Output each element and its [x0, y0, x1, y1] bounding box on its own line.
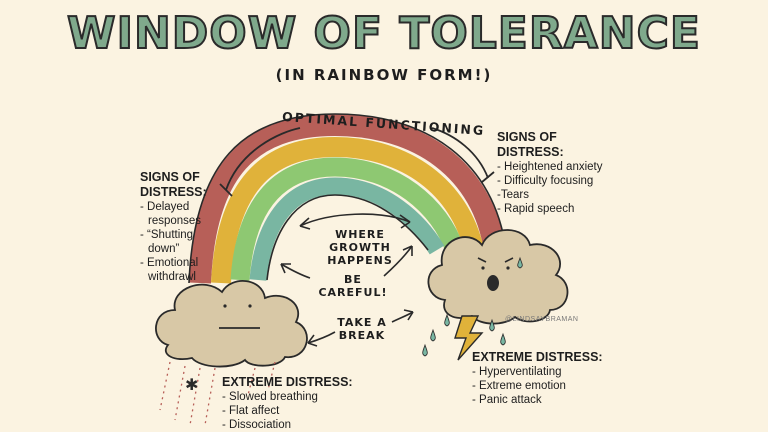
author-credit: @LINDSAYBRAMAN	[505, 316, 579, 323]
list-item: - Dissociation	[222, 419, 292, 431]
list-item: - Difficulty focusing	[497, 175, 594, 187]
list-item: - Flat affect	[222, 405, 280, 417]
list-item: - Slowed breathing	[222, 391, 318, 403]
list-item: - Panic attack	[472, 394, 542, 406]
careful-label: BE CAREFUL!	[318, 273, 388, 299]
left-extreme-heading: EXTREME DISTRESS:	[222, 375, 353, 389]
list-item: - “Shutting	[140, 229, 194, 241]
list-item: -Tears	[497, 189, 529, 201]
break-label: TAKE A BREAK	[327, 316, 397, 342]
optimal-bracket	[225, 127, 489, 191]
list-item: down”	[148, 243, 180, 255]
lightning-bolt-icon	[454, 315, 484, 361]
left-cloud	[155, 280, 308, 368]
right-cloud	[427, 229, 569, 325]
list-item: - Hyperventilating	[472, 366, 562, 378]
left-signs-heading-1: SIGNS OF	[140, 170, 200, 184]
rainbow-yellow-band	[211, 136, 484, 284]
right-extreme-heading: EXTREME DISTRESS:	[472, 350, 603, 364]
raindrops	[422, 313, 506, 357]
rainbow-green-band	[230, 157, 464, 281]
page-subtitle: (IN RAINBOW FORM!)	[275, 66, 493, 84]
right-signs-heading-2: DISTRESS:	[497, 145, 564, 159]
left-signs-heading-2: DISTRESS:	[140, 185, 207, 199]
snowflake-icon: ✱	[185, 375, 198, 394]
growth-label-line1: WHERE GROWTH	[329, 228, 391, 254]
left-cloud-rain	[159, 361, 276, 426]
page-title: WINDOW OF TOLERANCE	[66, 7, 701, 60]
break-label-line2: BREAK	[338, 329, 386, 342]
growth-label: WHERE GROWTH HAPPENS	[305, 228, 415, 267]
list-item: - Heightened anxiety	[497, 161, 603, 173]
break-label-line1: TAKE A	[337, 316, 387, 329]
arrows	[280, 213, 414, 347]
rainbow-teal-band	[249, 177, 445, 281]
list-item: withdrawl	[148, 271, 196, 283]
right-extreme-distress: EXTREME DISTRESS: - Hyperventilating - E…	[472, 350, 632, 407]
list-item: - Rapid speech	[497, 203, 575, 215]
left-signs-of-distress: SIGNS OF DISTRESS: - Delayed responses -…	[140, 170, 260, 284]
list-item: responses	[148, 215, 202, 227]
right-signs-of-distress: SIGNS OF DISTRESS: - Heightened anxiety …	[497, 130, 637, 216]
left-extreme-distress: EXTREME DISTRESS: - Slowed breathing - F…	[222, 375, 382, 432]
list-item: - Delayed	[140, 201, 190, 213]
rainbow-red-band	[189, 113, 506, 284]
list-item: - Extreme emotion	[472, 380, 566, 392]
list-item: - Emotional	[140, 257, 199, 269]
growth-label-line2: HAPPENS	[327, 254, 393, 267]
right-signs-heading-1: SIGNS OF	[497, 130, 557, 144]
